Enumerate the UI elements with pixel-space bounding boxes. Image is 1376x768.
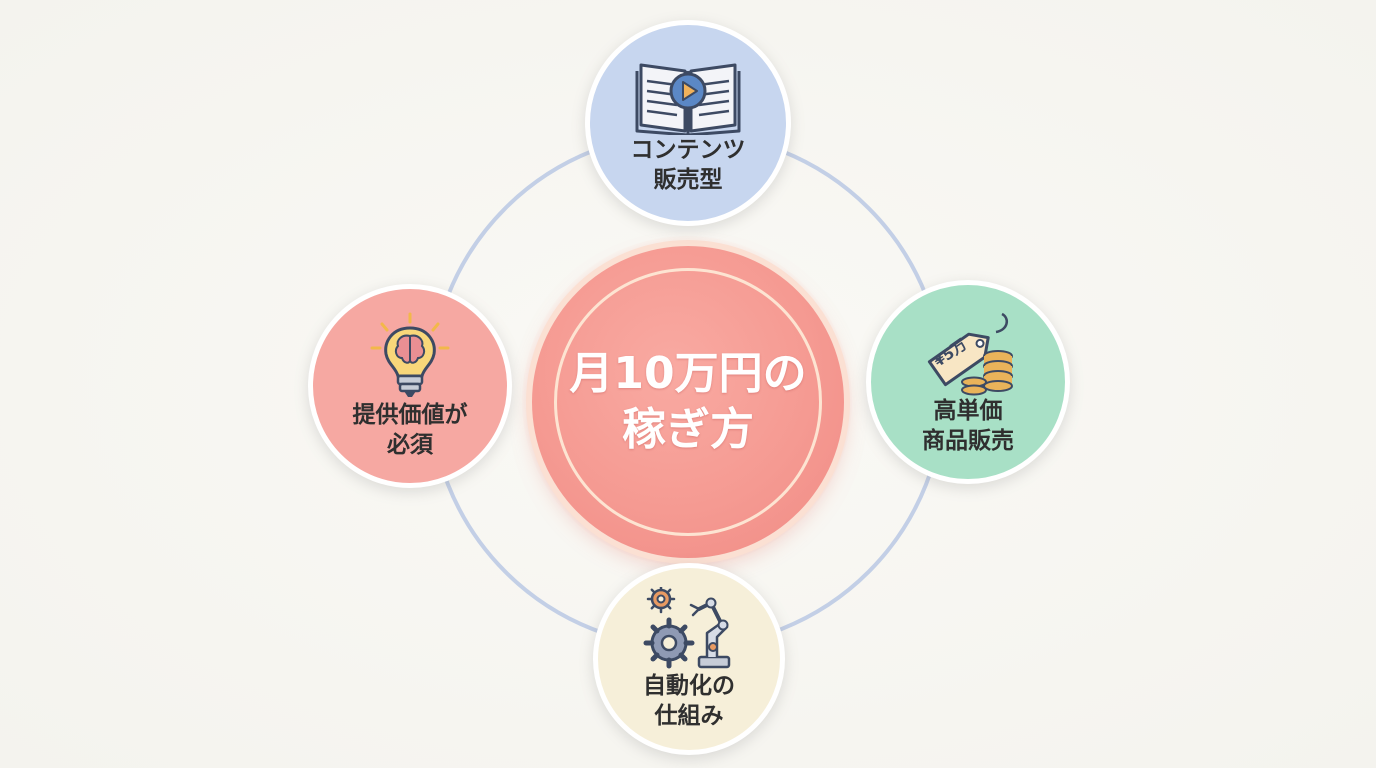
node-bottom-label-line2: 仕組み: [654, 703, 724, 729]
center-title-line2: 稼ぎ方: [622, 404, 754, 455]
center-title-line1: 月10万円の: [569, 348, 807, 399]
book-play-icon: [635, 63, 741, 135]
node-content-sales: コンテンツ 販売型: [585, 20, 791, 226]
gear-robot-arm-icon: [643, 587, 731, 669]
price-tag-coins-icon: ¥5万: [918, 308, 1018, 396]
node-top-label-line1: コンテンツ: [630, 137, 746, 163]
lightbulb-brain-icon: [370, 312, 450, 397]
node-left-label-line1: 提供価値が: [352, 402, 468, 428]
node-left-label-line2: 必須: [387, 432, 433, 458]
center-circle: 月10万円の 稼ぎ方: [532, 246, 844, 558]
node-right-label-line2: 商品販売: [922, 428, 1014, 454]
node-right-label-line1: 高単価: [933, 398, 1003, 424]
node-automation: 自動化の 仕組み: [593, 563, 785, 755]
node-value-required: 提供価値が 必須: [308, 284, 512, 488]
node-top-label-line2: 販売型: [653, 167, 723, 193]
node-bottom-label-line1: 自動化の: [643, 673, 735, 699]
node-high-price-sales: ¥5万 高単価 商品販売: [866, 280, 1070, 484]
center-inner-ring: 月10万円の 稼ぎ方: [554, 268, 822, 536]
